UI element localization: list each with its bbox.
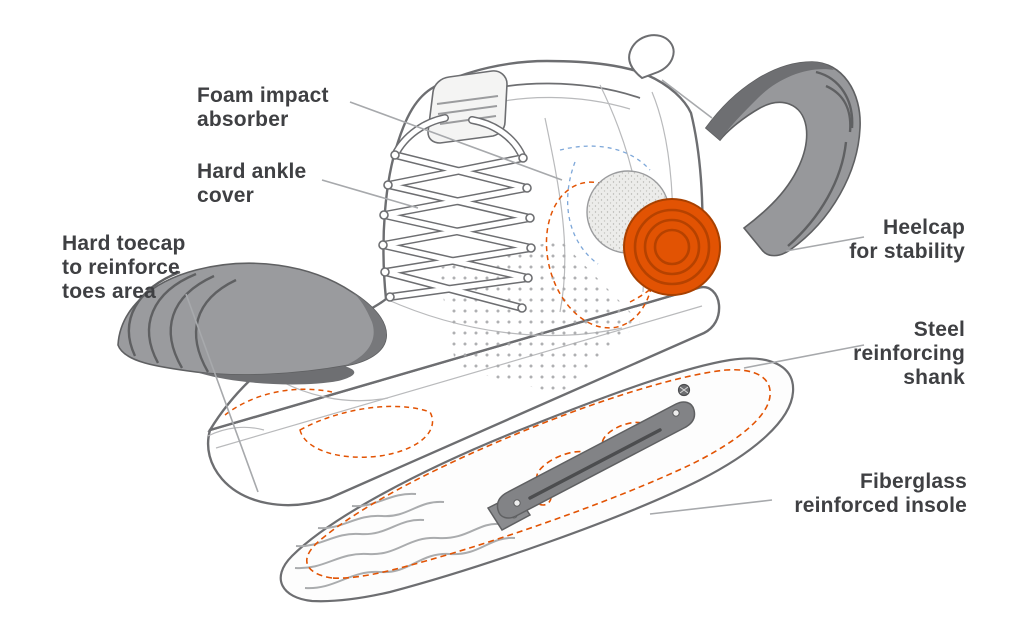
leader-foam <box>349 101 563 181</box>
leader-toecap <box>185 293 259 493</box>
toecap-shell <box>117 262 387 385</box>
dashed-blue-detail <box>559 145 651 265</box>
label-steel-reinforcing-shank: Steel reinforcing shank <box>853 318 965 389</box>
perforated-panel <box>438 240 640 394</box>
leader-insole <box>649 499 773 515</box>
hard-ankle-cover-disc <box>623 198 721 296</box>
leader-ankle <box>321 179 419 209</box>
label-hard-toecap: Hard toecap to reinforce toes area <box>62 232 186 303</box>
label-foam-impact-absorber: Foam impact absorber <box>197 84 329 131</box>
steel-shank <box>486 383 696 531</box>
leader-lines <box>185 79 865 515</box>
label-heelcap-stability: Heelcap for stability <box>849 216 965 263</box>
label-hard-ankle-cover: Hard ankle cover <box>197 160 307 207</box>
eyelets <box>378 150 536 313</box>
leader-heelcap <box>785 236 865 252</box>
label-fiberglass-insole: Fiberglass reinforced insole <box>794 470 967 517</box>
leader-heel-to-shell <box>661 79 713 119</box>
leader-shank <box>743 344 865 369</box>
insole-part <box>279 357 795 603</box>
heel-pull-tab <box>628 34 675 80</box>
heelcap-shell <box>704 61 861 257</box>
